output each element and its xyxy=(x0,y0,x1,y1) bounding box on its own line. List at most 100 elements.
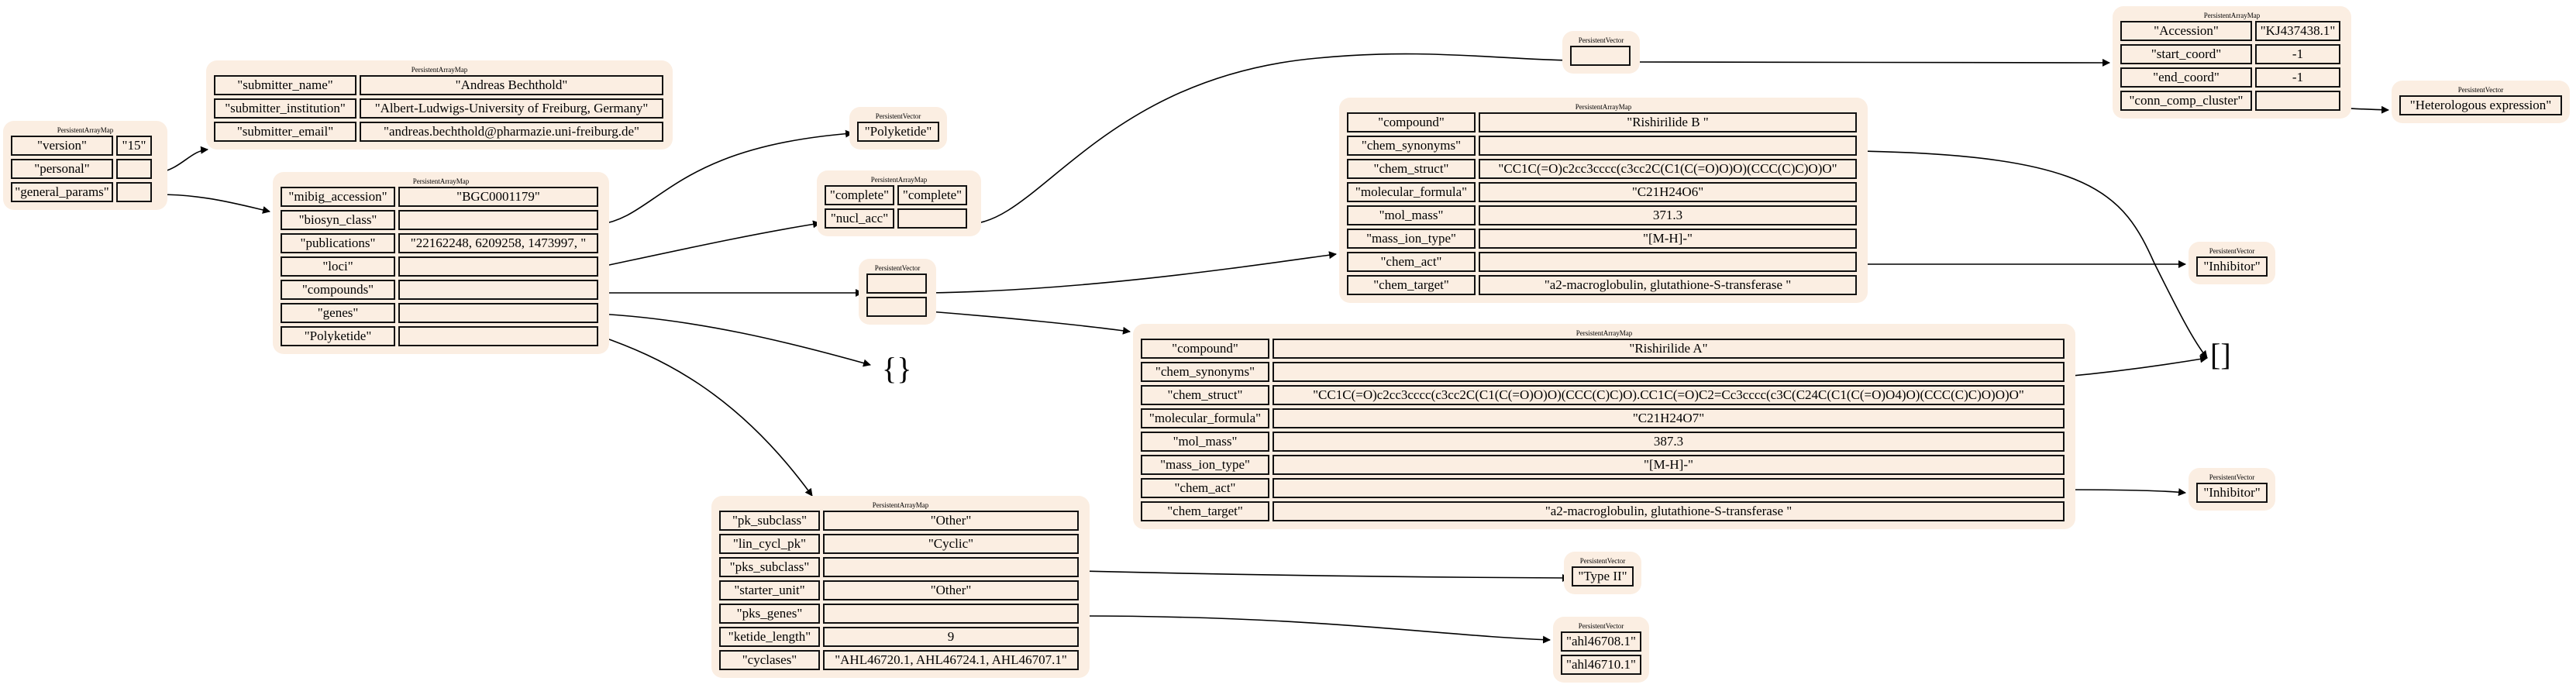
map-entry-loci: "loci" xyxy=(281,256,601,277)
entry-key: "mibig_accession" xyxy=(281,187,395,207)
map-entry-chem-target: "chem_target" "a2-macroglobulin, glutath… xyxy=(1141,501,2068,521)
empty-vector-symbol: [] xyxy=(2210,337,2231,372)
entry-value: "[M-H]-" xyxy=(1479,229,1857,249)
entry-value: "KJ437438.1" xyxy=(2255,21,2340,41)
vector-item: "Type II" xyxy=(1572,566,1634,587)
entry-value xyxy=(116,159,152,179)
node-title: PersistentVector xyxy=(874,264,921,272)
edge-nucl-acc xyxy=(968,53,1572,225)
entry-value: "Rishirilide A" xyxy=(1273,339,2065,359)
map-entry-compounds: "compounds" xyxy=(281,280,601,300)
entry-value: "a2-macroglobulin, glutathione-S-transfe… xyxy=(1273,501,2065,521)
vector-item: "Inhibitor" xyxy=(2196,483,2268,503)
entry-value xyxy=(398,280,598,300)
entry-key: "conn_comp_cluster" xyxy=(2120,91,2252,111)
entry-value: 371.3 xyxy=(1479,205,1857,225)
map-entry-chem-target: "chem_target" "a2-macroglobulin, glutath… xyxy=(1347,275,1860,295)
vector-item xyxy=(1570,46,1631,66)
map-entry-genes: "genes" xyxy=(281,303,601,323)
node-title: PersistentArrayMap xyxy=(411,66,468,74)
edge-nucl-vec xyxy=(1630,58,2110,67)
edge-chem-synonyms-b xyxy=(1856,150,2208,359)
map-entry-personal: "personal" xyxy=(11,159,160,179)
entry-value: "C21H24O6" xyxy=(1479,182,1857,202)
compounds-vector-node: PersistentVector xyxy=(859,259,936,325)
entry-value xyxy=(823,604,1079,624)
entry-value xyxy=(897,208,967,229)
map-entry-polyketide: "Polyketide" xyxy=(281,326,601,346)
entry-value: "CC1C(=O)c2cc3cccc(c3cc2C(C1(C(=O)O)O)(C… xyxy=(1273,385,2065,405)
biosyn-class-vector-node: PersistentVector "Polyketide" xyxy=(849,107,947,150)
entry-value: "a2-macroglobulin, glutathione-S-transfe… xyxy=(1479,275,1857,295)
entry-key: "pks_subclass" xyxy=(719,557,820,577)
entry-key: "chem_struct" xyxy=(1347,159,1476,179)
map-entry-mol-mass: "mol_mass" 371.3 xyxy=(1347,205,1860,225)
edge-chem-act-a xyxy=(2064,488,2186,497)
personal-map-node: PersistentArrayMap "submitter_name" "And… xyxy=(206,60,673,150)
entry-value: 387.3 xyxy=(1273,432,2065,452)
entry-key: "personal" xyxy=(11,159,113,179)
entry-key: "mass_ion_type" xyxy=(1347,229,1476,249)
node-title: PersistentArrayMap xyxy=(412,177,470,185)
entry-value: "22162248, 6209258, 1473997, " xyxy=(398,233,598,253)
entry-key: "submitter_institution" xyxy=(214,98,356,119)
entry-key: "chem_synonyms" xyxy=(1141,362,1269,382)
entry-key: "mol_mass" xyxy=(1141,432,1269,452)
map-entry-ketide-length: "ketide_length" 9 xyxy=(719,627,1082,647)
heterologous-vector-node: PersistentVector "Heterologous expressio… xyxy=(2392,81,2570,123)
entry-key: "pks_genes" xyxy=(719,604,820,624)
entry-key: "chem_struct" xyxy=(1141,385,1269,405)
entry-value: "Andreas Bechthold" xyxy=(360,75,663,95)
entry-key: "compound" xyxy=(1347,112,1476,132)
entry-key: "complete" xyxy=(825,185,894,205)
node-title: PersistentVector xyxy=(2457,86,2504,94)
map-entry-complete: "complete" "complete" xyxy=(825,185,973,205)
node-title: PersistentArrayMap xyxy=(1575,103,1632,111)
compound-b-map-node: PersistentArrayMap "compound" "Rishirili… xyxy=(1339,98,1868,303)
map-entry-chem-struct: "chem_struct" "CC1C(=O)c2cc3cccc(c3cc2C(… xyxy=(1141,385,2068,405)
entry-value xyxy=(1273,478,2065,498)
entry-key: "start_coord" xyxy=(2120,44,2252,64)
vector-item: "ahl46708.1" xyxy=(1561,631,1641,652)
map-entry-end-coord: "end_coord" -1 xyxy=(2120,67,2344,88)
edge-compound-a xyxy=(928,311,1131,335)
entry-key: "cyclases" xyxy=(719,650,820,670)
general-params-map-node: PersistentArrayMap "mibig_accession" "BG… xyxy=(273,172,609,354)
polyketide-map-node: PersistentArrayMap "pk_subclass" "Other"… xyxy=(711,496,1090,678)
map-entry-lin-cycl-pk: "lin_cycl_pk" "Cyclic" xyxy=(719,534,1082,554)
map-entry-nucl-acc: "nucl_acc" xyxy=(825,208,973,229)
inhibitor-b-vector-node: PersistentVector "Inhibitor" xyxy=(2189,242,2275,284)
entry-key: "Accession" xyxy=(2120,21,2252,41)
map-entry-pks-genes: "pks_genes" xyxy=(719,604,1082,624)
node-title: PersistentVector xyxy=(2209,473,2255,481)
edge-publications xyxy=(598,220,821,268)
accession-map-node: PersistentArrayMap "Accession" "KJ437438… xyxy=(2113,6,2351,119)
entry-value xyxy=(823,557,1079,577)
entry-key: "submitter_name" xyxy=(214,75,356,95)
entry-value xyxy=(398,303,598,323)
entry-value: "Other" xyxy=(823,580,1079,600)
entry-key: "compounds" xyxy=(281,280,395,300)
map-entry-chem-act: "chem_act" xyxy=(1141,478,2068,498)
entry-key: "starter_unit" xyxy=(719,580,820,600)
node-title: PersistentVector xyxy=(875,112,921,120)
vector-item xyxy=(866,297,927,317)
entry-value: -1 xyxy=(2255,67,2340,88)
entry-key: "end_coord" xyxy=(2120,67,2252,88)
vector-item: "Inhibitor" xyxy=(2196,256,2268,277)
map-entry-publications: "publications" "22162248, 6209258, 14739… xyxy=(281,233,601,253)
entry-key: "chem_target" xyxy=(1141,501,1269,521)
vector-item xyxy=(866,273,927,294)
entry-key: "pk_subclass" xyxy=(719,511,820,531)
empty-map-symbol: {} xyxy=(882,351,912,386)
map-entry-mibig-accession: "mibig_accession" "BGC0001179" xyxy=(281,187,601,207)
entry-key: "biosyn_class" xyxy=(281,210,395,230)
map-entry-mol-mass: "mol_mass" 387.3 xyxy=(1141,432,2068,452)
node-title: PersistentVector xyxy=(1579,557,1626,565)
edge-pks-genes xyxy=(1079,615,1551,644)
entry-value: "Other" xyxy=(823,511,1079,531)
map-entry-chem-struct: "chem_struct" "CC1C(=O)c2cc3cccc(c3cc2C(… xyxy=(1347,159,1860,179)
entry-value xyxy=(1479,136,1857,156)
entry-value xyxy=(116,182,152,202)
entry-key: "compound" xyxy=(1141,339,1269,359)
